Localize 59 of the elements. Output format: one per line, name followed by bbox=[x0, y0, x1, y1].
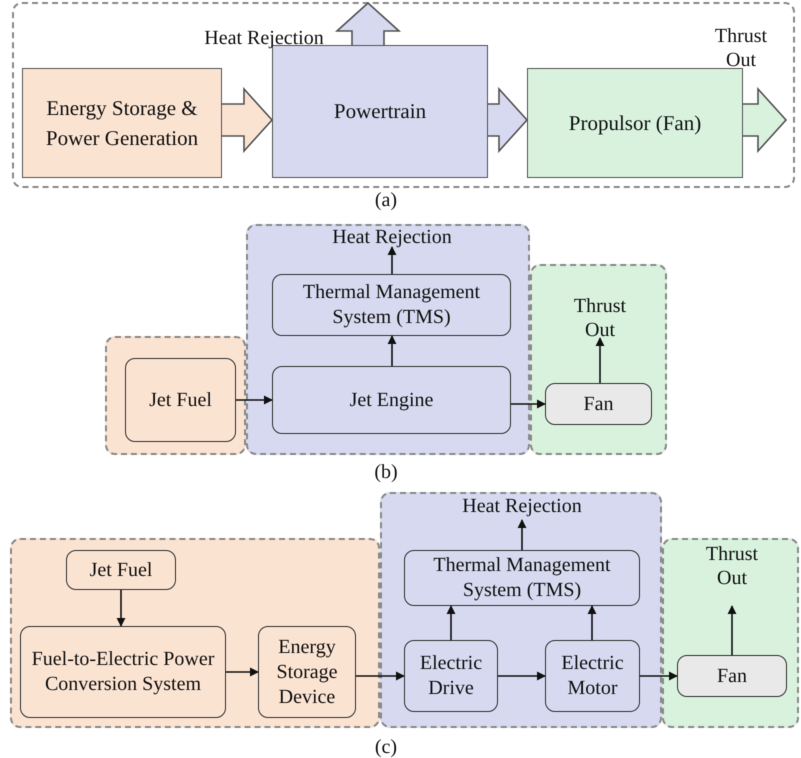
panel-caption: (c) bbox=[374, 735, 398, 758]
process-box bbox=[66, 550, 176, 590]
process-box bbox=[258, 626, 356, 718]
arrow bbox=[498, 672, 546, 680]
arrow bbox=[640, 672, 678, 680]
box-label: Fuel-to-Electric Power Conversion System bbox=[30, 647, 216, 697]
box-label: Thermal Management System (TMS) bbox=[432, 553, 612, 603]
panel-caption: (a) bbox=[374, 188, 398, 212]
arrow bbox=[388, 335, 396, 366]
arrow bbox=[446, 605, 456, 640]
box-label: Electric Motor bbox=[560, 651, 625, 701]
block-arrow bbox=[221, 86, 274, 154]
arrow bbox=[518, 519, 526, 550]
block-arrow bbox=[487, 86, 528, 154]
box-label: Energy Storage Device bbox=[275, 634, 339, 710]
box-label: Jet Fuel bbox=[90, 558, 152, 582]
arrow bbox=[728, 605, 736, 655]
process-box bbox=[545, 383, 652, 425]
arrow bbox=[388, 246, 396, 274]
box-label: Jet Engine bbox=[350, 388, 434, 412]
edge-label: Thrust Out bbox=[704, 542, 760, 590]
box-label: Jet Fuel bbox=[149, 388, 212, 412]
arrow bbox=[226, 668, 259, 676]
edge-label: Heat Rejection bbox=[203, 26, 325, 50]
dashed-group-region bbox=[12, 2, 795, 188]
arrow bbox=[236, 396, 273, 404]
block-arrow bbox=[742, 86, 788, 154]
dashed-group-region bbox=[530, 264, 667, 455]
dashed-group-region bbox=[380, 492, 662, 728]
dashed-group-region bbox=[10, 538, 380, 728]
arrow bbox=[596, 337, 604, 383]
box-label: Electric Drive bbox=[418, 651, 484, 701]
process-box bbox=[272, 274, 511, 336]
panel-caption: (b) bbox=[373, 460, 399, 484]
dashed-group-region bbox=[105, 336, 246, 455]
box-label: Energy Storage & Power Generation bbox=[44, 94, 200, 152]
arrow bbox=[356, 672, 405, 680]
box-label: Propulsor (Fan) bbox=[568, 110, 702, 137]
process-box bbox=[272, 366, 511, 434]
arrow bbox=[116, 590, 126, 627]
box-label: Fan bbox=[717, 664, 747, 688]
process-box bbox=[404, 640, 498, 712]
process-box bbox=[545, 640, 640, 712]
process-box bbox=[404, 550, 640, 606]
block-arrow bbox=[334, 2, 402, 46]
process-box bbox=[20, 626, 226, 718]
box-label: Fan bbox=[584, 392, 614, 416]
process-box bbox=[677, 655, 787, 697]
edge-label: Thrust Out bbox=[714, 24, 768, 72]
edge-label: Heat Rejection bbox=[461, 494, 583, 518]
arrow bbox=[511, 400, 546, 408]
process-box bbox=[125, 358, 236, 442]
dashed-group-region bbox=[246, 224, 530, 455]
edge-label: Heat Rejection bbox=[331, 225, 453, 249]
dashed-group-region bbox=[662, 538, 799, 728]
box-label: Powertrain bbox=[334, 98, 426, 126]
arrow bbox=[588, 605, 596, 640]
box-label: Thermal Management System (TMS) bbox=[302, 280, 482, 330]
edge-label: Thrust Out bbox=[572, 294, 628, 342]
